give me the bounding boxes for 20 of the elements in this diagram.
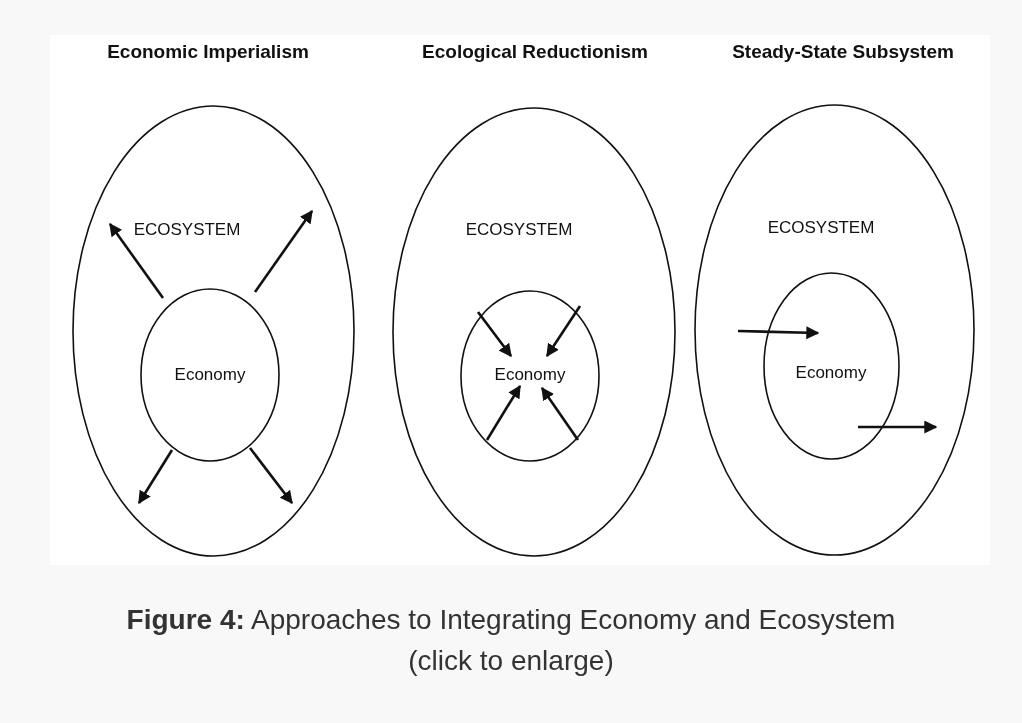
arrow bbox=[137, 449, 174, 505]
arrow bbox=[545, 305, 582, 358]
region-label: Economy bbox=[494, 365, 566, 385]
region-label: ECOSYSTEM bbox=[133, 220, 241, 240]
arrow bbox=[485, 384, 522, 441]
arrow bbox=[248, 447, 294, 505]
region-label: Economy bbox=[174, 365, 246, 385]
region-label: ECOSYSTEM bbox=[465, 220, 573, 240]
panel-heading: Economic Imperialism bbox=[107, 41, 309, 63]
panel-heading: Ecological Reductionism bbox=[422, 41, 648, 63]
arrow bbox=[476, 311, 513, 358]
arrow bbox=[737, 326, 820, 340]
figure-caption: Figure 4: Approaches to Integrating Economy and Ecosystem (click to enlarge) bbox=[125, 603, 897, 678]
arrow bbox=[253, 209, 314, 293]
arrow bbox=[540, 386, 580, 441]
arrow bbox=[108, 222, 165, 299]
panel-heading: Steady-State Subsystem bbox=[732, 41, 954, 63]
region-label: ECOSYSTEM bbox=[767, 218, 875, 238]
arrow bbox=[858, 420, 938, 434]
region-label: Economy bbox=[795, 363, 867, 383]
